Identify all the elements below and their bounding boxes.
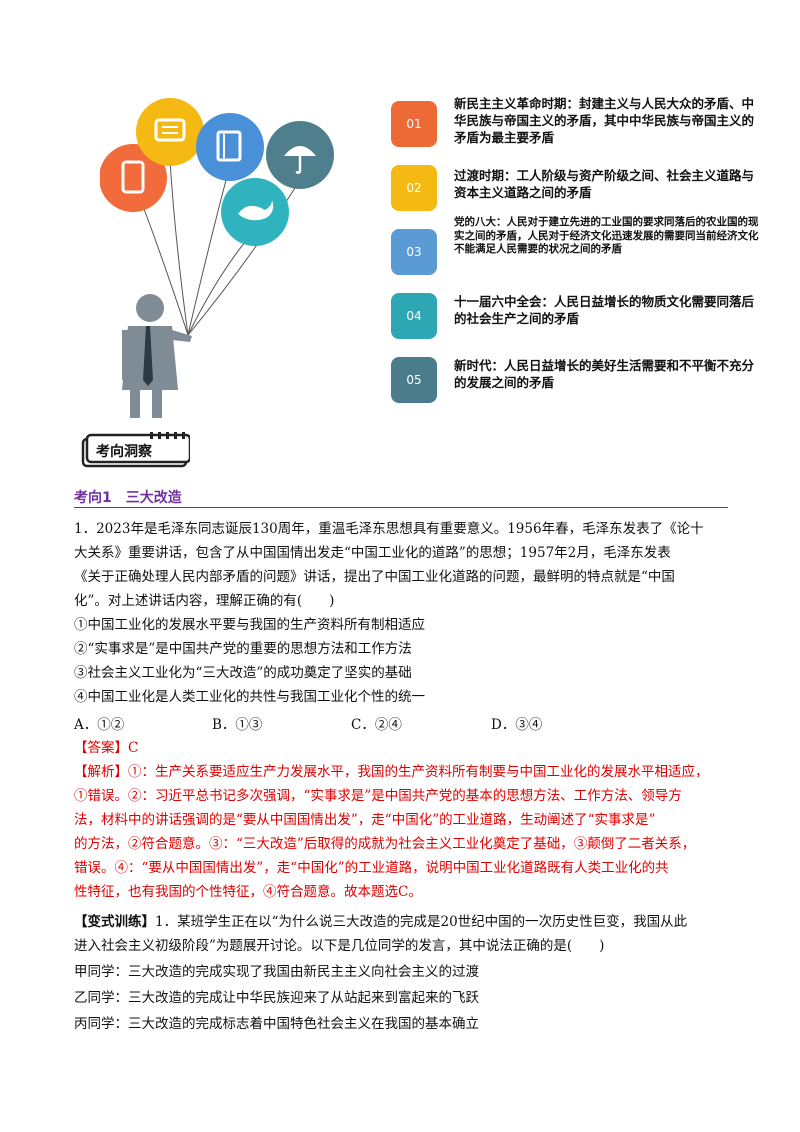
timeline-text-04: 十一届六中全会：人民日益增长的物质文化需要同落后的社会生产之间的矛盾 [454,294,755,326]
analysis-line: 法，材料中的讲话强调的是“要从中国国情出发”，走“中国化”的工业道路，生动阐述了… [74,812,656,828]
question-item: ③社会主义工业化为“三大改造”的成功奠定了坚实的基础 [74,665,412,681]
timeline-text-02: 过渡时期：工人阶级与资产阶级之间、社会主义道路与资本主义道路之间的矛盾 [454,168,755,200]
section-badge-label: 考向洞察 [96,444,152,460]
timeline-badge-02: 02 [391,165,437,211]
option-a: A．①② [74,717,125,733]
question-item: ①中国工业化的发展水平要与我国的生产资料所有制相适应 [74,617,425,633]
heading-underline [74,507,728,508]
option-b: B．①③ [212,717,263,733]
businessman-figure [122,294,192,418]
analysis-line: 【解析】①：生产关系要适应生产力发展水平，我国的生产资料所有制要与中国工业化的发… [74,764,709,780]
analysis-line: ①错误。②：习近平总书记多次强调，“实事求是”是中国共产党的基本的思想方法、工作… [74,788,682,804]
student-statement: 丙同学：三大改造的完成标志着中国特色社会主义在我国的基本确立 [74,1016,479,1032]
balloon-illustration [100,98,334,418]
question-line: 《关于正确处理人民内部矛盾的问题》讲话，提出了中国工业化道路的问题，最鲜明的特点… [74,569,675,585]
timeline-text-01: 新民主主义革命时期：封建主义与人民大众的矛盾、中华民族与帝国主义的矛盾，其中中华… [454,96,755,145]
umbrella-balloon-icon [266,121,334,189]
whale-balloon-icon [221,178,289,246]
option-d: D．③④ [491,717,543,733]
timeline-badge-05: 05 [391,357,437,403]
question-line: 大关系》重要讲话，包含了从中国国情出发走“中国工业化的道路”的思想；1957年2… [74,545,671,561]
student-statement: 乙同学：三大改造的完成让中华民族迎来了从站起来到富起来的飞跃 [74,990,479,1006]
phone-balloon-icon [100,144,167,212]
timeline-text-03: 党的八大：人民对于建立先进的工业国的要求同落后的农业国的现实之间的矛盾，人民对于… [454,216,759,255]
option-c: C．②④ [351,717,402,733]
question-item: ④中国工业化是人类工业化的共性与我国工业化个性的统一 [74,689,425,705]
variant-line-2: 进入社会主义初级阶段”为题展开讨论。以下是几位同学的发言，其中说法正确的是( ) [74,938,605,954]
section-heading: 考向1 三大改造 [74,490,182,506]
variant-label: 【变式训练】 [74,914,155,930]
student-statement: 甲同学：三大改造的完成实现了我国由新民主主义向社会主义的过渡 [74,964,479,980]
question-line: 化”。对上述讲话内容，理解正确的有( ) [74,593,335,609]
question-item: ②“实事求是”是中国共产党的重要的思想方法和工作方法 [74,641,412,657]
analysis-line: 性特征，也有我国的个性特征，④符合题意。故本题选C。 [74,884,422,900]
timeline-badge-03: 03 [391,229,437,275]
section-badge [81,432,190,468]
timeline-badge-04: 04 [391,293,437,339]
analysis-line: 错误。④：“要从中国国情出发”，走“中国化”的工业道路，说明中国工业化道路既有人… [74,860,669,876]
book-balloon-icon [196,113,264,181]
variant-text: 1．某班学生正在以“为什么说三大改造的完成是20世纪中国的一次历史性巨变，我国从… [155,914,688,930]
answer: 【答案】C [74,740,139,756]
timeline-badge-01: 01 [391,101,437,147]
question-line: 1．2023年是毛泽东同志诞辰130周年，重温毛泽东思想具有重要意义。1956年… [74,521,704,537]
chat-balloon-icon [136,98,204,166]
timeline-text-05: 新时代：人民日益增长的美好生活需要和不平衡不充分的发展之间的矛盾 [454,358,755,390]
variant-line-1: 【变式训练】1．某班学生正在以“为什么说三大改造的完成是20世纪中国的一次历史性… [74,910,687,934]
analysis-line: 的方法，②符合题意。③：“三大改造”后取得的成就为社会主义工业化奠定了基础，③颠… [74,836,696,852]
